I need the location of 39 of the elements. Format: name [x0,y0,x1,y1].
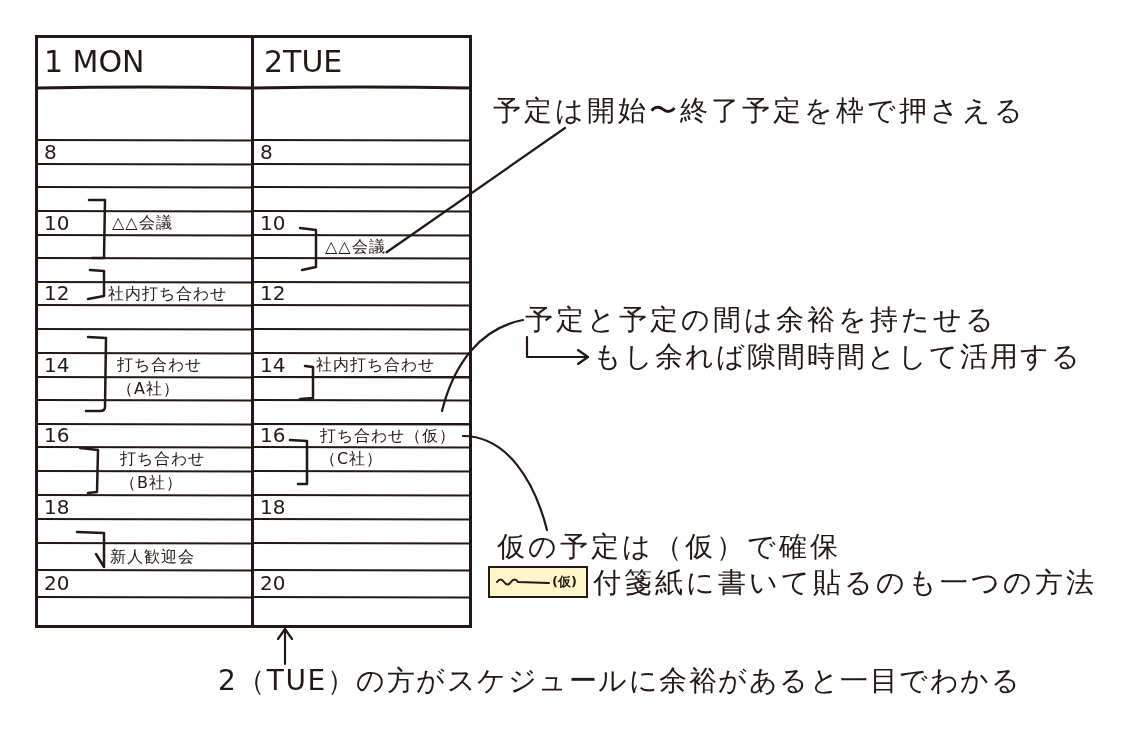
leader-line [440,318,525,413]
hour-number: 8 [44,141,57,163]
tentative-mark: (仮) [552,573,577,591]
annotation-text: 仮の予定は（仮）で確保 [497,530,841,564]
leader-line [385,126,567,254]
hour-number: 14 [44,354,70,376]
hour-number: 10 [44,212,70,234]
schedule-entry: 社内打ち合わせ [316,353,435,377]
sticky-note [488,566,588,598]
hour-number: 20 [260,571,286,596]
schedule-entry: △△会議 [112,211,173,235]
annotation-text: 予定は開始〜終了予定を枠で押さえる [493,94,1026,128]
hour-number: 18 [44,496,70,518]
day-column [35,35,254,628]
schedule-entry: 社内打ち合わせ [108,282,227,305]
day-column [251,35,472,628]
hour-number: 18 [260,496,286,518]
arrow [276,627,294,666]
schedule-entry: 打ち合わせ（A社） [117,353,209,400]
schedule-entry: 打ち合わせ（B社） [120,447,212,495]
hour-number: 10 [260,212,286,234]
hour-number: 8 [260,141,273,163]
hour-number: 16 [44,425,70,446]
hour-number: 12 [44,283,70,304]
annotation-text: もし余れば隙間時間として活用する [593,340,1082,374]
day-heading: 1 MON [44,43,145,81]
annotation-text: 予定と予定の間は余裕を持たせる [525,303,997,337]
hour-number: 20 [44,571,70,596]
hour-number: 16 [260,425,286,446]
schedule-entry: 新人歓迎会 [110,544,195,570]
note-text: 付箋紙に書いて貼るのも一つの方法 [593,566,1097,600]
hour-number: 14 [260,354,286,376]
schedule-entry: △△会議 [325,235,386,258]
arrow [525,335,590,366]
schedule-entry: 打ち合わせ（仮）（C社） [320,425,462,470]
leader-line [461,434,549,532]
day-heading: 2TUE [264,43,343,81]
caption-text: 2（TUE）の方がスケジュールに余裕があると一目でわかる [218,664,1022,698]
hour-number: 12 [260,283,286,304]
